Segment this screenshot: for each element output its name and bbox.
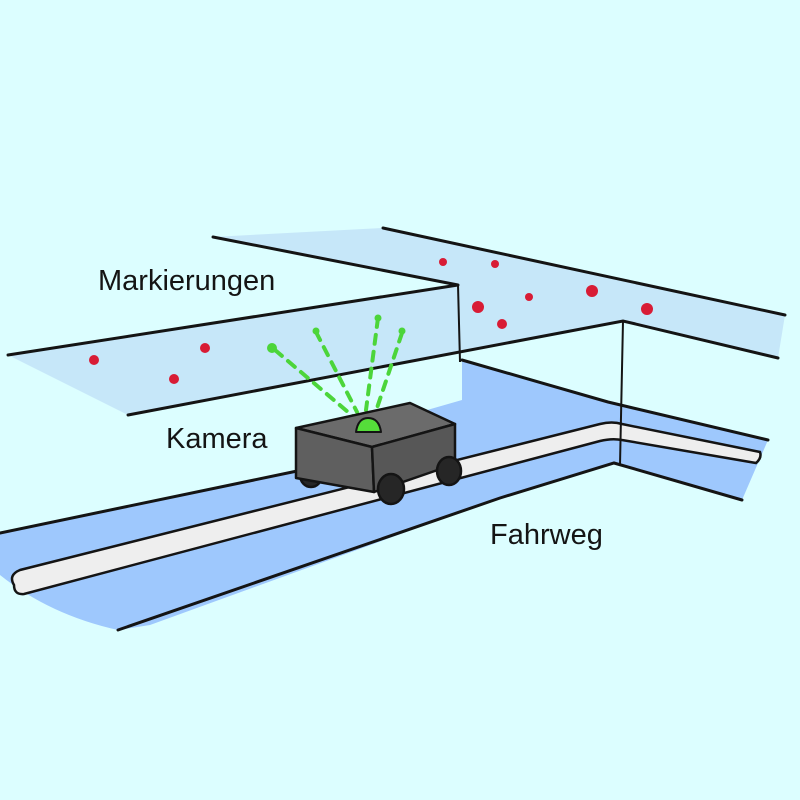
beam-tips [267,314,406,353]
marker [169,374,179,384]
ceiling-outline [6,226,787,417]
wall-edges [457,284,624,466]
marker [472,301,484,313]
floor-outline-front [0,358,770,632]
wheel [376,472,406,506]
ceiling-markers [89,258,653,384]
marker [525,293,533,301]
marker [641,303,653,315]
label-path: Fahrweg [490,519,603,551]
marker [586,285,598,297]
wheel [435,455,463,487]
marker [89,355,99,365]
marker [497,319,507,329]
camera-beams [273,316,404,420]
marker [491,260,499,268]
marker [200,343,210,353]
ceiling-marking-strip [8,228,785,415]
camera-dome [355,417,382,433]
marker [439,258,447,266]
robot [294,401,463,506]
label-camera: Kamera [166,423,268,455]
track-line [10,421,762,596]
label-markings: Markierungen [98,265,276,297]
